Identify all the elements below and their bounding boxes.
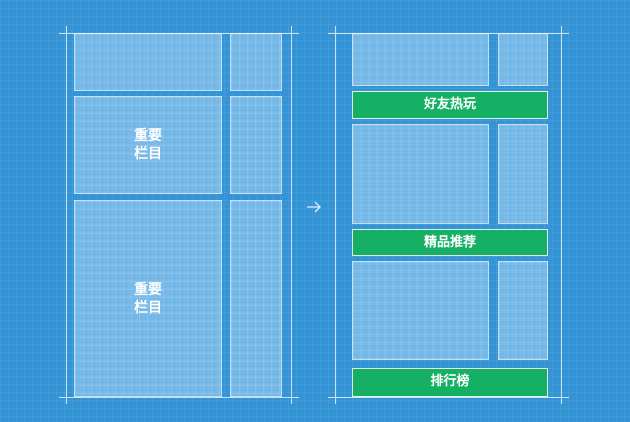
right-guide-left (335, 26, 336, 404)
section-bar-friends-playing: 好友热玩 (352, 91, 548, 119)
important-section-label: 重要 栏目 (134, 281, 162, 316)
left-panel-top-side (230, 33, 282, 91)
right-guide-right (561, 26, 562, 404)
right-panel-top-side (498, 33, 548, 86)
right-panel-mid-main (352, 124, 489, 224)
section-bar-featured-picks: 精品推荐 (352, 229, 548, 256)
right-guide-bottom (328, 397, 569, 398)
left-panel-side-1 (230, 96, 282, 194)
left-panel-top-main (74, 33, 222, 91)
right-panel-lower-main (352, 261, 489, 360)
section-bar-rankings: 排行榜 (352, 368, 548, 397)
left-panel-side-2 (230, 200, 282, 397)
left-panel-important-2: 重要 栏目 (74, 200, 222, 397)
arrow-right-icon (307, 201, 321, 213)
right-panel-mid-side (498, 124, 548, 224)
left-guide-right (291, 26, 292, 404)
right-panel-top-main (352, 33, 489, 86)
left-panel-important-1: 重要 栏目 (74, 96, 222, 194)
left-guide-bottom (59, 397, 299, 398)
important-section-label: 重要 栏目 (134, 128, 162, 162)
right-panel-lower-side (498, 261, 548, 360)
left-guide-left (66, 26, 67, 404)
